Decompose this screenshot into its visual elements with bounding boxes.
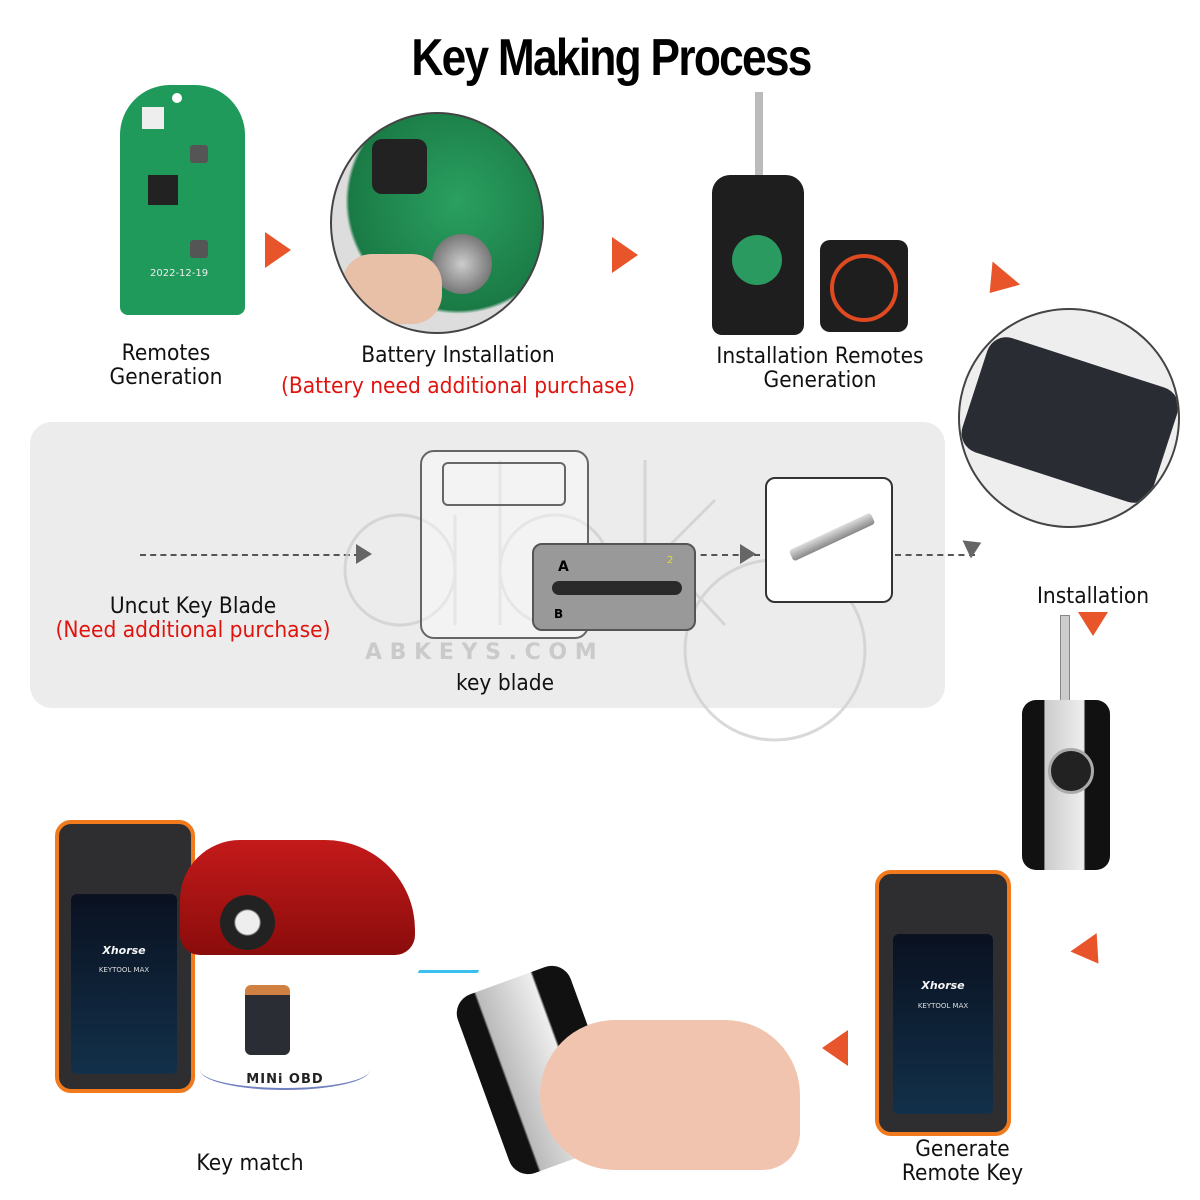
- arrow-down-icon: [1070, 933, 1112, 973]
- installation-image: [958, 308, 1180, 528]
- obd-base-ring: [200, 1050, 370, 1090]
- dashed-flow-line: [690, 554, 760, 556]
- label-key-match: Key match: [196, 1151, 304, 1176]
- car-wheel: [220, 895, 275, 950]
- dashed-flow-line: [895, 554, 975, 556]
- arrow-right-icon: [265, 232, 291, 268]
- arrow-down-icon: [975, 261, 1021, 305]
- machine-top: [442, 462, 566, 506]
- signal-wave-icon: [417, 930, 503, 973]
- pcb-hole: [172, 93, 182, 103]
- key-back-cover-image: [820, 240, 908, 332]
- pcb-button: [190, 145, 208, 163]
- watermark-site: A B K E Y S . C O M: [365, 640, 597, 665]
- key-blade-metal: [755, 92, 763, 182]
- blade: [788, 512, 876, 562]
- pcb-pad: [142, 107, 164, 129]
- key-button: [1048, 748, 1094, 794]
- key-blade-metal: [1060, 615, 1070, 712]
- depth-digit: 2: [667, 555, 674, 566]
- arrow-right-icon: [612, 237, 638, 273]
- row-b-label: B: [554, 607, 564, 621]
- finger: [342, 254, 442, 324]
- uncut-note: (Need additional purchase): [55, 618, 331, 643]
- label-installation-remotes-generation: Installation Remotes Generation: [716, 344, 924, 393]
- dashed-flow-line: [140, 554, 360, 556]
- arrow-left-icon: [822, 1030, 848, 1066]
- switch: [372, 139, 427, 194]
- keytool-max-device-left: Xhorse KEYTOOL MAX: [55, 820, 195, 1093]
- red-car-image: [180, 840, 415, 955]
- pcb-date: 2022-12-19: [150, 268, 209, 279]
- device-model: KEYTOOL MAX: [98, 966, 150, 974]
- label-remotes-generation: Remotes Generation: [109, 341, 223, 390]
- label-key-blade: key blade: [455, 671, 555, 696]
- keytool-max-device-right: Xhorse KEYTOOL MAX: [875, 870, 1011, 1136]
- cut-blade-image: [765, 477, 893, 603]
- arrow-right-icon: [356, 544, 372, 564]
- label-battery-installation: Battery Installation: [361, 343, 555, 368]
- pcb-chip: [148, 175, 178, 205]
- battery-installation-image: [330, 112, 544, 334]
- coin-battery: [432, 234, 492, 294]
- blade-profile: [552, 581, 682, 595]
- label-installation: Installation: [1036, 584, 1150, 609]
- battery-note: (Battery need additional purchase): [280, 374, 635, 399]
- device-brand: Xhorse: [921, 979, 965, 992]
- mini-obd-label: MINi OBD: [246, 1072, 324, 1087]
- pcb-image: 2022-12-19: [120, 85, 245, 315]
- row-a-label: A: [558, 559, 569, 575]
- blade-profile-chart: A B 2: [532, 543, 696, 631]
- arrow-right-icon: [740, 544, 756, 564]
- label-generate-remote-key: Generate Remote Key: [901, 1137, 1024, 1186]
- hand: [540, 1020, 800, 1170]
- mini-obd-adapter-image: [245, 985, 290, 1055]
- page-title: Key Making Process: [411, 29, 812, 87]
- remote-closeup: [960, 332, 1178, 508]
- pcb-button: [190, 240, 208, 258]
- finished-flip-key-image: [1022, 700, 1110, 870]
- shell-pcb: [732, 235, 782, 285]
- key-shell-image: [712, 175, 804, 335]
- arrow-down-icon: [1078, 612, 1108, 636]
- battery-ring: [830, 254, 898, 322]
- device-model: KEYTOOL MAX: [917, 1002, 969, 1010]
- label-uncut-key-blade: Uncut Key Blade: [109, 594, 277, 619]
- device-brand: Xhorse: [102, 944, 146, 957]
